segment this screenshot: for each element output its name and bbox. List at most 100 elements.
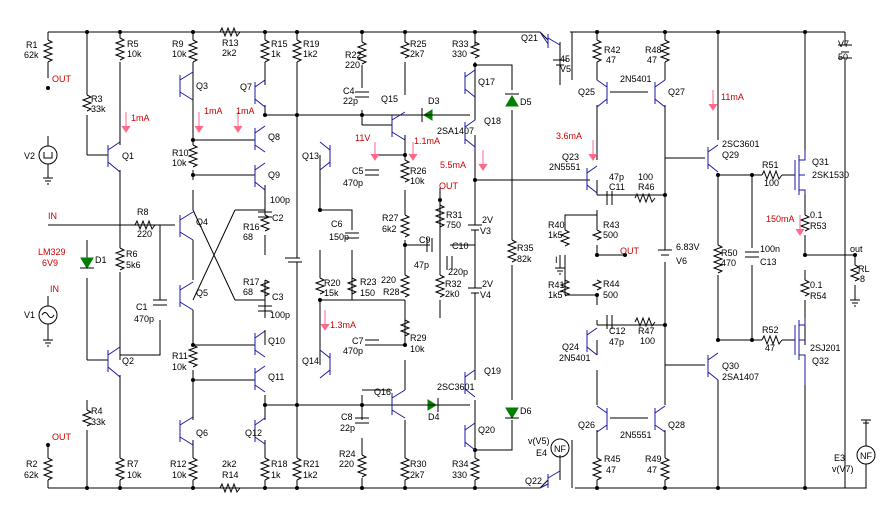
label-v6: V6 [676,256,687,266]
label-e4: E4 [536,448,547,458]
transistor-q19 [464,369,476,398]
label-r4-value: 33k [91,417,106,427]
mosfet-q31 [794,150,806,195]
label-nf1: NF [554,444,566,454]
label-r45: R45 [604,454,621,464]
transistor-q24 [586,327,598,356]
label-c12-value: 47p [609,337,624,347]
transistor-q30 [707,352,719,381]
resistor-r27 [399,214,411,238]
resistor-r41 [559,279,571,297]
label-c9-value: 47p [414,260,429,270]
resistor-r3 [81,94,93,112]
label-q19-type: 2SC3601 [437,382,475,392]
label-v5-name: V5 [560,64,571,74]
resistor-r44 [591,279,603,291]
label-q4: Q4 [196,217,208,227]
label-r48: R48 [645,45,662,55]
label-c1: C1 [136,302,148,312]
transistor-q8 [254,125,266,153]
label-c8: C8 [341,412,353,422]
label-r41: R41 [548,280,565,290]
label-v7: V7 [838,39,849,49]
label-r46: 100 [638,172,653,182]
label-r34: R34 [452,459,469,469]
label-c10-value: 220p [448,267,468,277]
capacitors [153,91,759,424]
label-q29: Q29 [722,150,739,160]
label-q3: Q3 [196,81,208,91]
transistor-q4 [179,211,194,241]
label-v5: 45 [560,54,570,64]
capacitor-c1 [153,299,167,306]
label-q32: Q32 [812,356,829,366]
label-d3: D3 [428,96,440,106]
label-r16: R16 [243,222,260,232]
label-r28-name: R28 [383,287,400,297]
label-r26-value: 10k [410,176,425,186]
label-q10: Q10 [268,336,285,346]
transistor-q10 [254,330,266,358]
label-c13-name: C13 [760,257,777,267]
resistor-r51 [761,169,783,181]
label-c5: C5 [352,166,364,176]
label-rl-value: 8 [860,274,865,284]
resistor-r48 [659,39,671,63]
label-r8: R8 [137,207,149,217]
label-q23: Q23 [562,152,579,162]
label-r26: R26 [410,166,427,176]
resistor-r33 [469,41,481,59]
current-q18: 5.5mA [440,160,466,170]
label-d5: D5 [520,97,532,107]
label-q26: Q26 [578,420,595,430]
label-c6-value: 150p [329,232,349,242]
label-r22-value: 220 [345,60,360,70]
capacitor-c4 [355,91,369,98]
label-r51: R51 [762,160,779,170]
label-r18: R18 [271,459,288,469]
label-c3-value: 100p [270,310,290,320]
resistor-r46 [634,192,656,204]
label-r5: R5 [127,39,139,49]
label-e3v: v(V7) [832,464,854,474]
label-r3: R3 [91,94,103,104]
label-r17: R17 [243,277,260,287]
label-e3: E3 [834,453,845,463]
resistor-r20 [314,277,326,295]
label-v7-value: 50 [838,52,848,62]
label-d6: D6 [520,406,532,416]
label-q19: Q19 [484,366,501,376]
label-c1-value: 470p [134,314,154,324]
current-annotations: 1mA 1mA 1mA 11V 1.1mA 5.5mA 3.6mA 11mA 1… [131,92,795,330]
label-c7-value: 470p [343,346,363,356]
label-r9: R9 [172,39,184,49]
resistor-r2 [42,457,54,481]
label-c5-value: 470p [343,178,363,188]
label-in1: IN [48,211,57,221]
label-r32: R32 [445,279,462,289]
label-q18: Q18 [484,116,501,126]
label-d4: D4 [428,412,440,422]
label-out2: OUT [620,246,640,256]
label-q8: Q8 [268,132,280,142]
label-v4: V4 [480,290,491,300]
resistor-r49 [659,457,671,481]
label-q13: Q13 [302,151,319,161]
resistor-r11 [187,344,199,368]
current-q15: 1.1mA [414,136,440,146]
label-out1: OUT [52,74,72,84]
transistor-q21 [539,31,561,48]
label-r4: R4 [91,406,103,416]
label-q17: Q17 [478,77,495,87]
transistor-q2 [107,346,121,378]
label-r15-value: 1k [271,49,281,59]
capacitor-c8 [355,417,369,424]
transistor-q15 [391,111,406,141]
label-r2: R2 [26,459,38,469]
label-q11: Q11 [268,372,284,382]
transistor-q28 [654,405,666,433]
source-v6 [658,249,672,256]
resistor-r43 [591,229,603,241]
transistor-q6 [179,416,194,446]
diode-d1 [80,257,94,269]
